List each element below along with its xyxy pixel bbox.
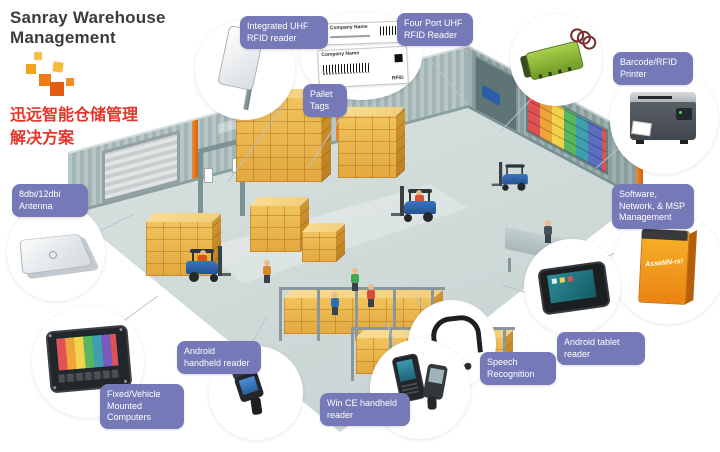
- antenna-center-port: [49, 251, 57, 259]
- callout-android-handheld: Android handheld reader: [177, 341, 261, 375]
- barcode-printer-image: [630, 92, 700, 152]
- forklift: [390, 186, 440, 226]
- printer-panel: [676, 108, 692, 120]
- callout-antenna: 8dbi/12dbi Antenna: [12, 184, 88, 218]
- title-line-2: Management: [10, 28, 116, 48]
- worker: [330, 292, 340, 315]
- pallet-tag-label: Company Name: [325, 20, 405, 46]
- worker: [543, 220, 553, 243]
- antenna-port: [538, 74, 543, 79]
- tag-company-text: Company Name: [329, 23, 368, 32]
- computer-screen: [54, 332, 120, 372]
- page-title: Sanray Warehouse Management: [10, 8, 166, 48]
- subtitle-line-1: 迅远智能仓储管理: [10, 107, 139, 124]
- antenna-port: [548, 71, 553, 77]
- handheld-screen: [428, 367, 445, 384]
- worker: [262, 260, 272, 283]
- worker: [366, 284, 376, 307]
- pallet-tag-label: Company Name RFID: [317, 45, 409, 89]
- android-tablet-circle: [524, 239, 620, 335]
- callout-android-tablet: Android tablet reader: [557, 332, 645, 366]
- panel-antenna-circle: [7, 203, 105, 301]
- sanray-logo: [26, 52, 78, 102]
- callout-pallet-tags: Pallet Tags: [303, 84, 347, 118]
- forklift-driver: [200, 250, 206, 256]
- rfid-portal-post: [198, 152, 203, 228]
- title-line-1: Sanray Warehouse: [10, 8, 166, 27]
- app-tile: [551, 278, 558, 284]
- android-tablet-image: [537, 260, 611, 316]
- four-port-uhf-reader-image: [518, 26, 598, 90]
- antenna-port: [567, 66, 572, 72]
- callout-speech-recognition: Speech Recognition: [480, 352, 556, 386]
- callout-four-port-reader: Four Port UHF RFID Reader: [397, 13, 473, 47]
- subtitle-line-2: 解决方案: [10, 130, 75, 148]
- packing-table-leg: [508, 258, 511, 272]
- page-subtitle-chinese: 迅远智能仓储管理 解决方案: [10, 104, 138, 150]
- printer-slot: [638, 96, 672, 99]
- tag-company-text: Company Name: [321, 50, 360, 59]
- portal-antenna-panel: [204, 168, 213, 183]
- worker: [350, 268, 360, 291]
- callout-vehicle-computer: Fixed/Vehicle Mounted Computers: [100, 384, 184, 430]
- pistol-grip: [427, 396, 437, 410]
- tag-barcode: [322, 62, 370, 76]
- software-circle: AsseNN-rx!: [612, 212, 720, 324]
- callout-barcode-printer: Barcode/RFID Printer: [613, 52, 693, 86]
- tag-rfid-text: RFID: [391, 74, 404, 82]
- pallet-box-stack: [338, 107, 405, 178]
- forklift: [491, 162, 531, 194]
- software-box-image: AsseNN-rx!: [638, 228, 700, 308]
- forklift: [182, 246, 232, 286]
- pistol-grip: [250, 396, 263, 416]
- pallet-box-stack: [250, 197, 309, 252]
- app-tile: [567, 276, 574, 282]
- four-port-reader-circle: [510, 14, 602, 106]
- tag-rfid-chip: [394, 53, 403, 63]
- pallet-box-stack: [302, 223, 345, 262]
- printed-label: [631, 120, 652, 137]
- callout-integrated-uhf-reader: Integrated UHF RFID reader: [240, 16, 328, 50]
- app-tile: [559, 277, 566, 283]
- callout-software-network: Software, Network, & MSP Management: [612, 184, 694, 230]
- printer-status-led: [679, 111, 682, 114]
- wince-handheld-image: [420, 363, 452, 414]
- callout-wince-handheld: Win CE handheld reader: [320, 393, 410, 427]
- coiled-cable: [580, 34, 598, 52]
- antenna-port: [557, 69, 562, 74]
